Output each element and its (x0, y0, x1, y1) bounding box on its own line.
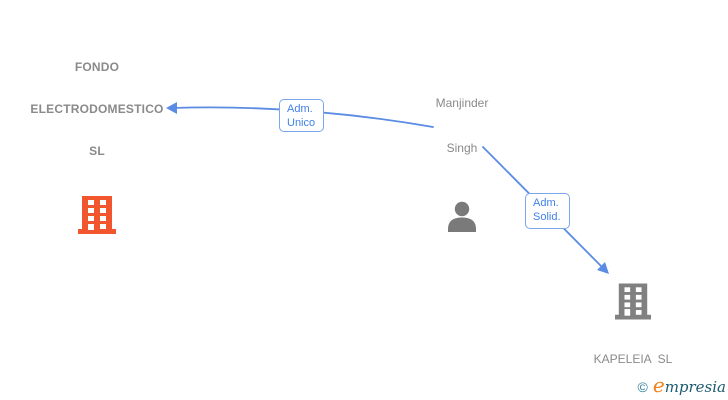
copyright-icon: © (637, 379, 648, 395)
edge-label-adm-solid: Adm. Solid. (525, 193, 570, 229)
edge-label-adm-unico: Adm. Unico (279, 99, 324, 132)
node-fondo-electrodomestico-sl[interactable]: FONDO ELECTRODOMESTICO SL (0, 32, 197, 234)
building-icon (78, 196, 116, 234)
node-label-line: Manjinder (435, 96, 489, 110)
edge-label-line: Unico (287, 117, 316, 129)
edge-label-line: Adm. (287, 103, 313, 115)
node-label-line: SL (89, 144, 105, 158)
person-icon (448, 201, 476, 232)
edge-label-line: Solid. (533, 211, 561, 223)
node-label-fondo: FONDO ELECTRODOMESTICO SL (30, 32, 163, 186)
edge-adm-unico-arrowhead-icon (166, 102, 177, 114)
node-label-line: ELECTRODOMESTICO (30, 102, 164, 116)
brand-initial: e (652, 373, 665, 397)
node-label-manjinder: Manjinder Singh (436, 66, 489, 186)
edge-label-line: Adm. (533, 197, 559, 209)
node-kapeleia-sl[interactable]: KAPELEIA SL (543, 283, 723, 394)
node-manjinder-singh[interactable]: Manjinder Singh (382, 66, 542, 232)
node-label-line: KAPELEIA SL (593, 352, 673, 366)
building-icon (615, 283, 651, 320)
brand-text: mpresia (664, 378, 726, 396)
node-label-line: Singh (446, 141, 478, 155)
node-label-line: FONDO (74, 60, 120, 74)
node-label-kapeleia: KAPELEIA SL (594, 324, 673, 394)
empresia-logo: © e mpresia (637, 373, 726, 397)
edge-adm-solid-arrowhead-icon (597, 262, 609, 274)
